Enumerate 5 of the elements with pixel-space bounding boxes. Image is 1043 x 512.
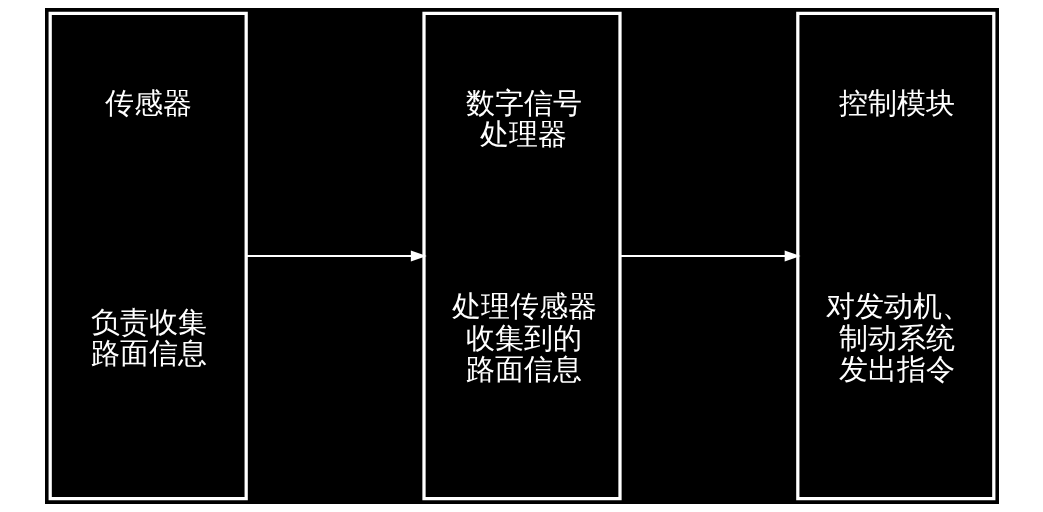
node-box: 传感器 负责收集路面信息: [48, 11, 248, 501]
arrow: [246, 250, 427, 262]
node-box: 数字信号处理器 处理传感器收集到的路面信息: [421, 11, 622, 501]
node-box: 控制模块 对发动机、制动系统发出指令: [795, 11, 995, 501]
arrow: [619, 250, 801, 262]
